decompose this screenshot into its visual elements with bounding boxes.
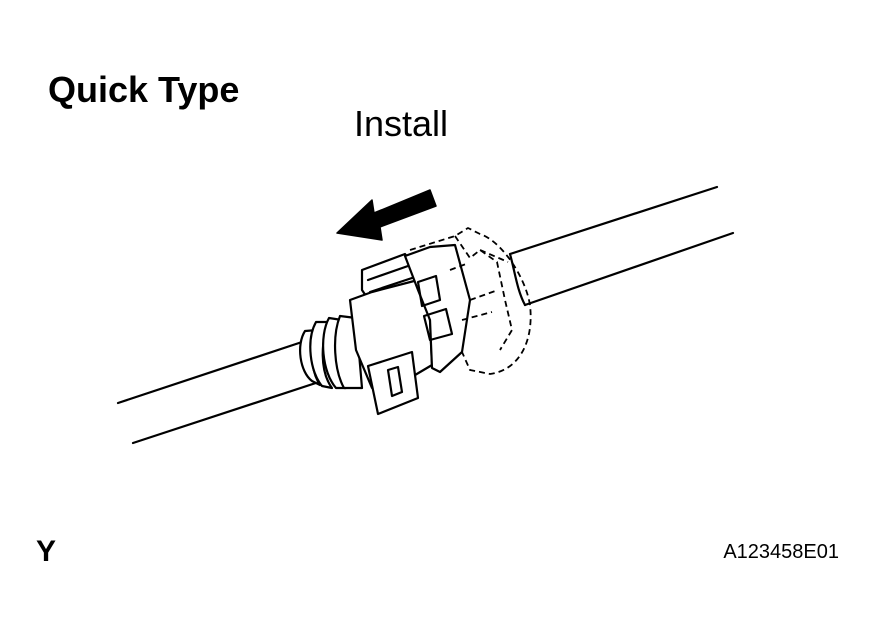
pipe-right (508, 185, 735, 307)
figure-id: A123458E01 (723, 541, 839, 563)
pipe-left (116, 339, 327, 445)
page-title: Quick Type (48, 69, 240, 110)
corner-mark: Y (36, 535, 57, 568)
retainer-clip (348, 243, 472, 416)
retainer-clip-installed-position (409, 227, 532, 375)
arrow-left-icon (336, 189, 437, 241)
hose-seal (298, 314, 364, 390)
install-label: Install (354, 103, 449, 144)
